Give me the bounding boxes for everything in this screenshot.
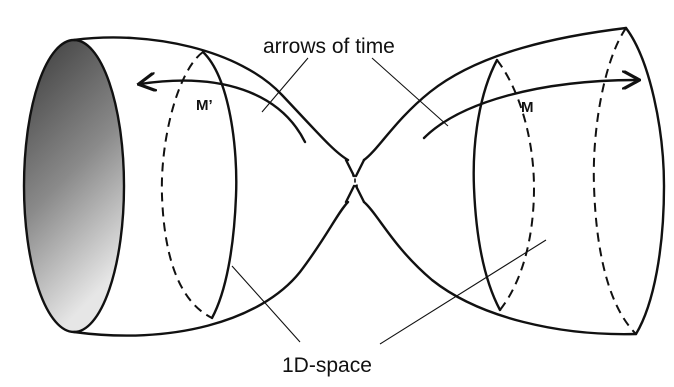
left-dashed-section (162, 52, 212, 318)
leader-time-right (372, 58, 448, 126)
right-lower-contour (364, 202, 636, 334)
leader-time-left (262, 58, 308, 112)
space-label: 1D-space (282, 354, 372, 377)
leader-space-right (380, 240, 546, 344)
neck (346, 160, 364, 202)
leader-space-left (232, 266, 300, 342)
m-prime-label: M’ (196, 97, 213, 114)
left-solid-section (203, 52, 236, 318)
m-label: M (521, 99, 534, 116)
leader-lines (232, 58, 546, 344)
neck-upper-right (356, 160, 364, 176)
right-funnel (364, 28, 664, 334)
left-opening (24, 40, 124, 332)
right-rim-outer (626, 28, 664, 334)
neck-lower-left (346, 186, 354, 202)
right-upper-contour (364, 28, 626, 160)
arrows-of-time-label: arrows of time (263, 35, 395, 58)
left-funnel (24, 37, 348, 335)
right-rim-dashed (594, 28, 636, 334)
right-solid-section (474, 60, 500, 310)
